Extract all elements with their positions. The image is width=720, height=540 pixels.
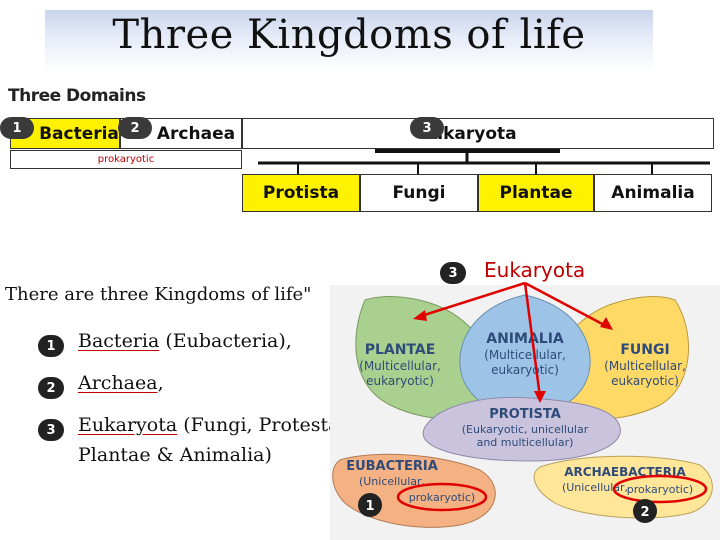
domain-box-archaea: Archaea: [120, 118, 242, 149]
fungi-desc1: (Multicellular,: [604, 359, 686, 373]
kingdom-label-protista: Protista: [262, 183, 340, 203]
protista-petal: [422, 396, 621, 462]
list-item-bacteria: Bacteria (Eubacteria),: [78, 330, 292, 352]
kingdom-box-fungi: Fungi: [360, 174, 478, 212]
item-name-bacteria: Bacteria: [78, 330, 160, 352]
page-title: Three Kingdoms of life: [112, 12, 586, 58]
prokaryotic-label: prokaryotic: [10, 150, 242, 169]
kingdom-label-plantae: Plantae: [499, 183, 573, 203]
plantae-desc1: (Multicellular,: [359, 359, 441, 373]
intro-text: There are three Kingdoms of life": [5, 284, 312, 305]
kingdom-box-protista: Protista: [242, 174, 360, 212]
eubacteria-desc2: prokaryotic): [409, 491, 475, 504]
bullet-3: 3: [38, 419, 64, 441]
kingdom-box-plantae: Plantae: [478, 174, 594, 212]
kingdom-label-animalia: Animalia: [611, 183, 695, 203]
bullet-2: 2: [38, 377, 64, 399]
animalia-name: ANIMALIA: [486, 331, 564, 347]
kingdom-bracket: [258, 149, 710, 175]
domain-box-eukaryota: Eukaryota: [242, 118, 714, 149]
marker-2-circle: [633, 499, 657, 523]
domain-label-bacteria: Bacteria: [39, 123, 119, 144]
kingdoms-petal-diagram: PLANTAE (Multicellular, eukaryotic) ANIM…: [330, 281, 720, 540]
domain-badge-1: 1: [0, 117, 34, 139]
animalia-desc2: eukaryotic): [491, 363, 559, 377]
marker-1: 1: [365, 499, 374, 514]
fungi-desc2: eukaryotic): [611, 374, 679, 388]
item-detail-archaea: ,: [157, 372, 164, 394]
eukaryota-label: Eukaryota: [484, 258, 586, 282]
item-detail-bacteria: (Eubacteria),: [159, 330, 292, 352]
item-name-eukaryota: Eukaryota: [78, 414, 178, 436]
archaebacteria-desc2: prokaryotic): [627, 483, 693, 496]
domain-badge-3: 3: [410, 117, 444, 139]
protista-desc1: (Eukaryotic, unicellular: [462, 423, 589, 436]
title-band: [45, 10, 653, 72]
eukaryota-marker: 3: [440, 262, 466, 284]
eubacteria-name: EUBACTERIA: [346, 459, 438, 474]
marker-1-circle: [358, 493, 382, 517]
protista-desc2: and multicellular): [477, 436, 574, 449]
eubacteria-desc1: (Unicellular,: [359, 475, 425, 488]
protista-name: PROTISTA: [489, 407, 561, 422]
list-item-archaea: Archaea,: [78, 372, 164, 394]
fungi-name: FUNGI: [620, 342, 669, 358]
list-item-eukaryota: Eukaryota (Fungi, Protesta,: [78, 414, 348, 436]
kingdom-label-fungi: Fungi: [392, 183, 446, 203]
kingdom-box-animalia: Animalia: [594, 174, 712, 212]
item-detail-eukaryota-line2: Plantae & Animalia): [78, 444, 272, 466]
item-detail-eukaryota: (Fungi, Protesta,: [177, 414, 346, 436]
animalia-desc1: (Multicellular,: [484, 348, 566, 362]
marker-2: 2: [640, 505, 649, 520]
plantae-name: PLANTAE: [365, 342, 436, 358]
domain-label-archaea: Archaea: [156, 123, 236, 144]
domain-badge-2: 2: [118, 117, 152, 139]
bullet-1: 1: [38, 335, 64, 357]
plantae-desc2: eukaryotic): [366, 374, 434, 388]
red-annotations: [396, 281, 708, 512]
item-name-archaea: Archaea: [78, 372, 158, 394]
domains-heading: Three Domains: [8, 86, 146, 106]
archaebacteria-desc1: (Unicellular,: [562, 481, 628, 494]
